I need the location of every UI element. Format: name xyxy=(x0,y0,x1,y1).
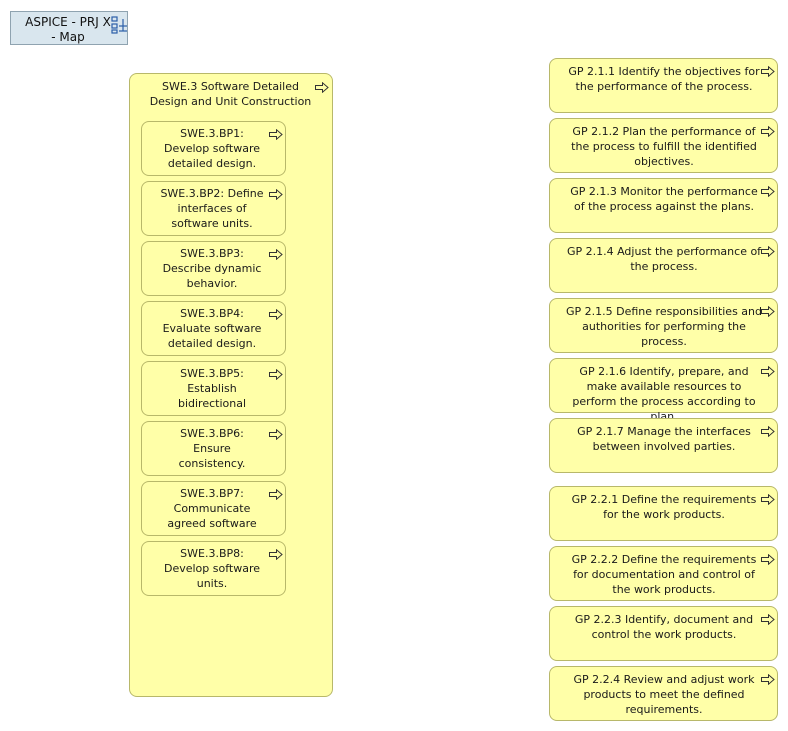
base-practice-1-label: SWE.3.BP1: Develop software detailed des… xyxy=(163,127,261,170)
map-tab[interactable]: ASPICE - PRJ X - Map xyxy=(10,11,128,45)
navigate-arrow-icon[interactable] xyxy=(269,309,283,320)
navigate-arrow-icon[interactable] xyxy=(315,82,329,93)
base-practice-5-label: SWE.3.BP5: Establish bidirectional xyxy=(177,367,247,410)
navigate-arrow-icon[interactable] xyxy=(761,366,775,377)
generic-practice-1-label: GP 2.1.1 Identify the objectives for the… xyxy=(568,65,760,93)
base-practice-7[interactable]: SWE.3.BP7: Communicate agreed software xyxy=(141,481,286,536)
base-practice-7-label: SWE.3.BP7: Communicate agreed software xyxy=(167,487,257,530)
generic-practice-10-label: GP 2.2.3 Identify, document and control … xyxy=(574,613,754,641)
navigate-arrow-icon[interactable] xyxy=(269,129,283,140)
navigate-arrow-icon[interactable] xyxy=(269,489,283,500)
base-practice-3[interactable]: SWE.3.BP3: Describe dynamic behavior. xyxy=(141,241,286,296)
base-practice-2-label: SWE.3.BP2: Define interfaces of software… xyxy=(160,187,264,230)
navigate-arrow-icon[interactable] xyxy=(269,549,283,560)
navigate-arrow-icon[interactable] xyxy=(269,249,283,260)
navigate-arrow-icon[interactable] xyxy=(761,66,775,77)
generic-practice-4-label: GP 2.1.4 Adjust the performance of the p… xyxy=(566,245,762,273)
generic-practice-2[interactable]: GP 2.1.2 Plan the performance of the pro… xyxy=(549,118,778,173)
base-practice-6-label: SWE.3.BP6: Ensure consistency. xyxy=(178,427,246,470)
generic-practice-11-label: GP 2.2.4 Review and adjust work products… xyxy=(573,673,755,716)
generic-practice-6-label: GP 2.1.6 Identify, prepare, and make ava… xyxy=(572,365,756,423)
base-practice-2[interactable]: SWE.3.BP2: Define interfaces of software… xyxy=(141,181,286,236)
base-practice-3-label: SWE.3.BP3: Describe dynamic behavior. xyxy=(162,247,262,290)
navigate-arrow-icon[interactable] xyxy=(761,186,775,197)
generic-practice-9[interactable]: GP 2.2.2 Define the requirements for doc… xyxy=(549,546,778,601)
generic-practice-2-label: GP 2.1.2 Plan the performance of the pro… xyxy=(571,125,757,168)
process-title: SWE.3 Software Detailed Design and Unit … xyxy=(149,80,312,108)
map-view-icon xyxy=(111,16,127,34)
generic-practice-6[interactable]: GP 2.1.6 Identify, prepare, and make ava… xyxy=(549,358,778,423)
generic-practice-7-label: GP 2.1.7 Manage the interfaces between i… xyxy=(577,425,751,453)
map-tab-title: ASPICE - PRJ X - Map xyxy=(25,15,111,44)
base-practice-6[interactable]: SWE.3.BP6: Ensure consistency. xyxy=(141,421,286,476)
navigate-arrow-icon[interactable] xyxy=(761,306,775,317)
navigate-arrow-icon[interactable] xyxy=(269,369,283,380)
base-practice-4-label: SWE.3.BP4: Evaluate software detailed de… xyxy=(162,307,262,350)
generic-practice-4[interactable]: GP 2.1.4 Adjust the performance of the p… xyxy=(549,238,778,293)
base-practice-1[interactable]: SWE.3.BP1: Develop software detailed des… xyxy=(141,121,286,176)
base-practice-5[interactable]: SWE.3.BP5: Establish bidirectional xyxy=(141,361,286,416)
base-practice-8[interactable]: SWE.3.BP8: Develop software units. xyxy=(141,541,286,596)
navigate-arrow-icon[interactable] xyxy=(761,674,775,685)
navigate-arrow-icon[interactable] xyxy=(761,554,775,565)
generic-practice-9-label: GP 2.2.2 Define the requirements for doc… xyxy=(571,553,757,596)
navigate-arrow-icon[interactable] xyxy=(761,126,775,137)
generic-practice-3[interactable]: GP 2.1.3 Monitor the performance of the … xyxy=(549,178,778,233)
generic-practice-8-label: GP 2.2.1 Define the requirements for the… xyxy=(571,493,757,521)
navigate-arrow-icon[interactable] xyxy=(761,614,775,625)
generic-practice-10[interactable]: GP 2.2.3 Identify, document and control … xyxy=(549,606,778,661)
generic-practice-7[interactable]: GP 2.1.7 Manage the interfaces between i… xyxy=(549,418,778,473)
navigate-arrow-icon[interactable] xyxy=(269,189,283,200)
generic-practice-8[interactable]: GP 2.2.1 Define the requirements for the… xyxy=(549,486,778,541)
generic-practice-5-label: GP 2.1.5 Define responsibilities and aut… xyxy=(566,305,763,348)
navigate-arrow-icon[interactable] xyxy=(761,494,775,505)
base-practice-4[interactable]: SWE.3.BP4: Evaluate software detailed de… xyxy=(141,301,286,356)
generic-practice-11[interactable]: GP 2.2.4 Review and adjust work products… xyxy=(549,666,778,721)
navigate-arrow-icon[interactable] xyxy=(761,426,775,437)
generic-practice-1[interactable]: GP 2.1.1 Identify the objectives for the… xyxy=(549,58,778,113)
base-practice-8-label: SWE.3.BP8: Develop software units. xyxy=(163,547,261,590)
generic-practice-3-label: GP 2.1.3 Monitor the performance of the … xyxy=(570,185,758,213)
generic-practice-5[interactable]: GP 2.1.5 Define responsibilities and aut… xyxy=(549,298,778,353)
navigate-arrow-icon[interactable] xyxy=(269,429,283,440)
navigate-arrow-icon[interactable] xyxy=(761,246,775,257)
